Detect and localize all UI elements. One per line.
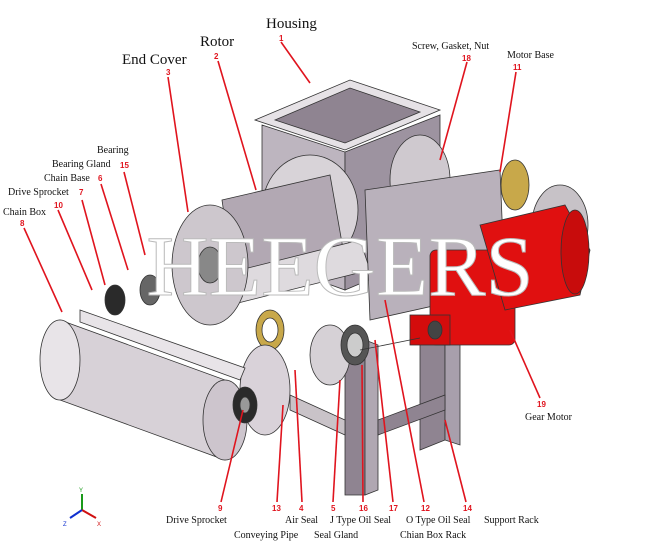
num-14: 14 [463,504,472,513]
num-15: 15 [120,161,129,170]
part-labels: Housing 1 Rotor 2 End Cover 3 Bearing Be… [3,16,573,541]
watermark: HEEGERS [147,218,534,314]
label-screw-gasket-nut: Screw, Gasket, Nut [412,41,489,52]
label-j-type-oil-seal: J Type Oil Seal [330,515,391,526]
label-rotor: Rotor [200,34,234,50]
num-1: 1 [279,34,284,43]
num-4: 4 [299,504,304,513]
axis-z-label: Z [63,522,67,528]
num-6: 6 [98,174,103,183]
num-10: 10 [54,201,63,210]
num-8: 8 [20,219,25,228]
chain-box [39,309,248,461]
num-12: 12 [421,504,430,513]
num-2: 2 [214,52,219,61]
label-gear-motor: Gear Motor [525,412,573,423]
label-bearing: Bearing [97,145,129,156]
label-o-type-oil-seal: O Type Oil Seal [406,515,471,526]
leader-lines [23,41,541,503]
num-11: 11 [513,63,522,72]
label-housing: Housing [266,16,317,32]
label-support-rack: Support Rack [484,515,539,526]
label-end-cover: End Cover [122,52,187,68]
num-9: 9 [218,504,223,513]
gear-motor [409,204,591,346]
label-chain-base: Chain Base [44,173,90,184]
label-air-seal: Air Seal [285,515,318,526]
num-3: 3 [166,68,171,77]
label-seal-gland: Seal Gland [314,530,358,541]
support-rack [289,329,461,496]
label-chain-box: Chain Box [3,207,46,218]
label-bearing-gland: Bearing Gland [52,159,111,170]
num-17: 17 [389,504,398,513]
num-18: 18 [462,54,471,63]
axis-y-label: Y [79,488,83,494]
num-16: 16 [359,504,368,513]
axis-triad-icon: Y X Z [63,488,101,528]
num-5: 5 [331,504,336,513]
num-7: 7 [79,188,84,197]
label-conveying-pipe: Conveying Pipe [234,530,299,541]
num-19: 19 [537,400,546,409]
label-chian-box-rack: Chian Box Rack [400,530,466,541]
label-drive-sprocket-bottom: Drive Sprocket [166,515,227,526]
num-13: 13 [272,504,281,513]
label-drive-sprocket-top: Drive Sprocket [8,187,69,198]
axis-x-label: X [97,522,101,528]
label-motor-base: Motor Base [507,50,555,61]
